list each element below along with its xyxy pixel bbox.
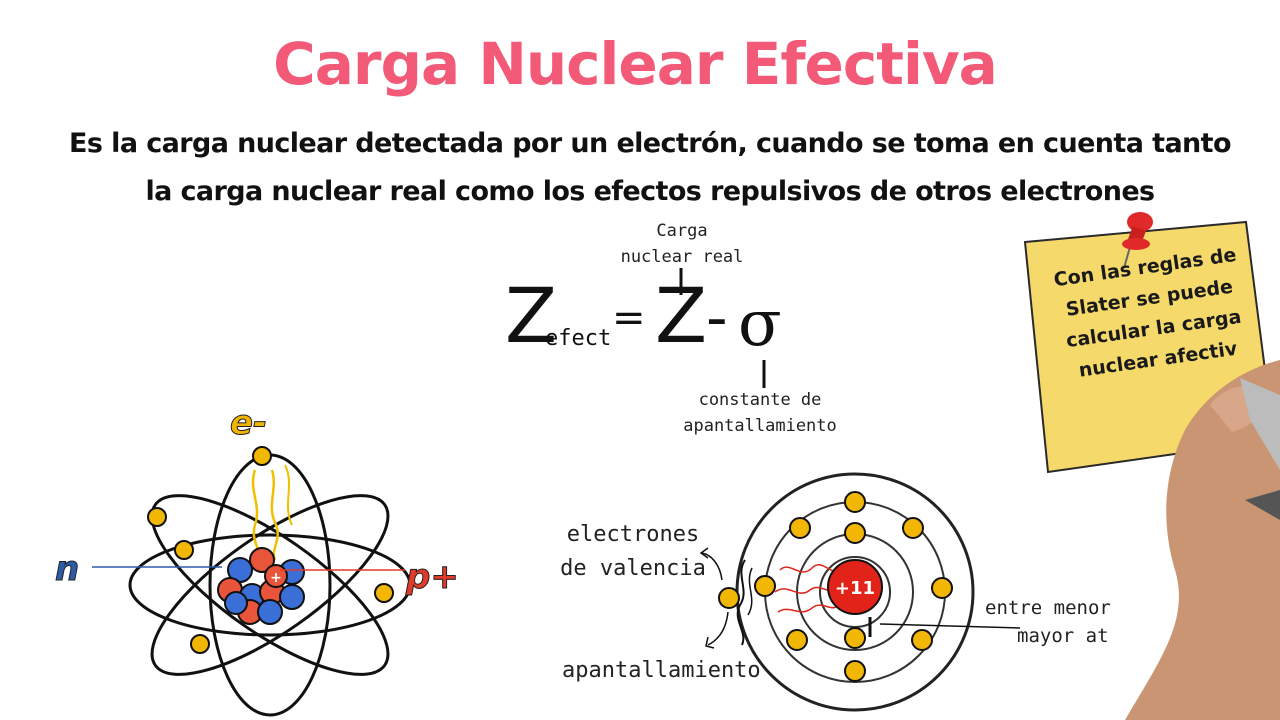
valence-electron — [718, 587, 740, 609]
hand-skin — [1125, 360, 1280, 720]
electron — [190, 634, 210, 654]
formula-lhs-subscript: efect — [545, 326, 612, 351]
formula-lhs: Z — [505, 271, 558, 360]
label-valencia-line-1: electrones — [566, 522, 700, 547]
label-carga-line-1: Carga — [656, 221, 708, 241]
formula-sigma: σ — [738, 287, 782, 361]
right-pointer-line — [879, 623, 1021, 629]
electron — [374, 583, 394, 603]
bohr-model: +11 — [699, 472, 1021, 712]
electron — [789, 517, 811, 539]
marker-pen-icon — [1240, 378, 1280, 470]
orbit-2 — [128, 533, 412, 637]
atom-diagram: + e- n p+ — [55, 403, 459, 717]
definition-line-2: la carga nuclear real como los efectos r… — [145, 176, 1155, 207]
electron — [147, 507, 167, 527]
pushpin-icon — [1122, 212, 1153, 269]
electron — [844, 491, 866, 513]
proton-label: p+ — [405, 557, 459, 597]
definition-line-1: Es la carga nuclear detectada por un ele… — [69, 128, 1232, 159]
label-entre-menor-line-2: mayor at — [1017, 625, 1109, 647]
label-entre-menor-line-1: entre menor — [985, 597, 1111, 619]
neutron-label: n — [55, 549, 79, 589]
electron — [931, 577, 953, 599]
definition-text: Es la carga nuclear detectada por un ele… — [20, 120, 1280, 216]
electron — [786, 629, 808, 651]
electron — [844, 627, 866, 649]
label-constante-line-1: constante de — [698, 390, 822, 410]
drawing-hand — [1125, 360, 1280, 720]
electron — [911, 629, 933, 651]
label-apantallamiento: apantallamiento — [562, 658, 761, 683]
formula-minus: - — [706, 283, 728, 353]
atom-electrons — [147, 446, 394, 654]
formula-equals: = — [612, 295, 646, 341]
electron — [174, 540, 194, 560]
orbit-4 — [150, 494, 390, 676]
label-electrones-valencia: electrones de valencia — [558, 518, 708, 586]
label-carga-line-2: nuclear real — [620, 247, 744, 267]
bohr-nucleus-label: +11 — [835, 578, 875, 599]
label-carga-nuclear-real: Carga nuclear real — [612, 218, 752, 270]
proton-sign: + — [270, 570, 282, 586]
atom-nucleus: + — [217, 547, 305, 625]
electron — [844, 660, 866, 682]
label-entre-menor: entre menor mayor at — [985, 594, 1135, 650]
label-valencia-line-2: de valencia — [560, 556, 706, 581]
orbit-3 — [150, 494, 390, 676]
page-title: Carga Nuclear Efectiva — [273, 30, 998, 98]
label-constante-apantallamiento: constante de apantallamiento — [680, 387, 840, 439]
bohr-nucleus — [827, 559, 883, 615]
electron — [844, 522, 866, 544]
arrow-shielding — [707, 611, 729, 646]
bohr-electrons — [718, 491, 953, 682]
electron — [252, 446, 272, 466]
electron — [754, 575, 776, 597]
arrow-valence — [701, 552, 723, 581]
electron — [902, 517, 924, 539]
label-constante-line-2: apantallamiento — [683, 416, 837, 436]
electron-label: e- — [230, 403, 267, 443]
